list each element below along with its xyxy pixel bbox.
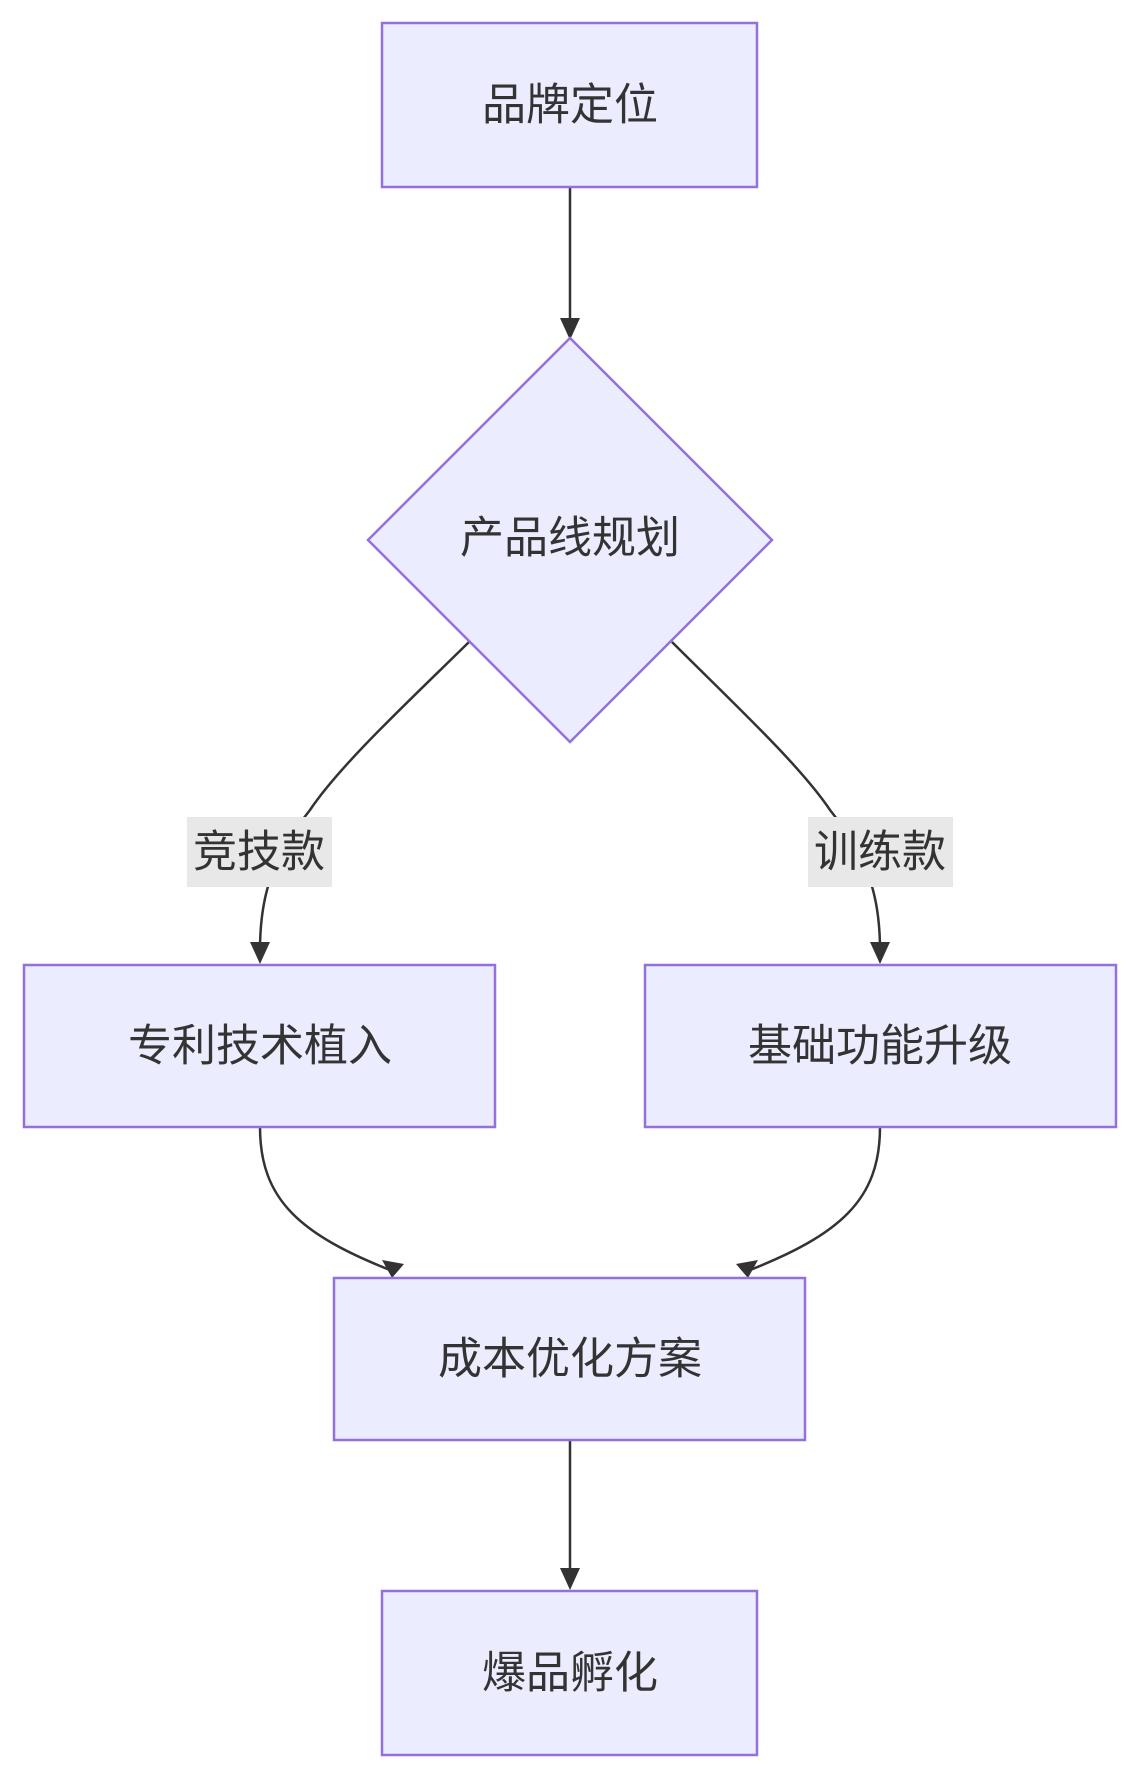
edge-basic-to-cost xyxy=(744,1126,882,1274)
edge-label-competitive-text: 竞技款 xyxy=(193,827,325,878)
edge-planning-to-basic xyxy=(671,641,882,951)
node-hit-incubation-label: 爆品孵化 xyxy=(482,1648,658,1699)
edge-patent-to-cost xyxy=(258,1126,396,1274)
node-basic-upgrade: 基础功能升级 xyxy=(643,963,1118,1129)
edge-patent-to-cost-arrow xyxy=(382,1260,404,1278)
node-product-line-planning: 产品线规划 xyxy=(366,336,774,744)
edge-label-training-text: 训练款 xyxy=(814,827,946,878)
edge-planning-to-patent-arrow xyxy=(250,942,270,964)
node-brand-positioning-label: 品牌定位 xyxy=(482,80,658,131)
edge-label-training: 训练款 xyxy=(808,817,953,887)
node-cost-optimization-label: 成本优化方案 xyxy=(438,1334,702,1385)
node-brand-positioning: 品牌定位 xyxy=(380,21,759,189)
node-patent-tech-label: 专利技术植入 xyxy=(128,1021,392,1072)
edge-planning-to-basic-arrow xyxy=(870,942,890,964)
edge-cost-to-hit-arrow xyxy=(560,1568,580,1590)
node-patent-tech: 专利技术植入 xyxy=(22,963,497,1129)
edge-brand-to-planning-arrow xyxy=(560,318,580,340)
node-basic-upgrade-label: 基础功能升级 xyxy=(748,1021,1012,1072)
edge-label-competitive: 竞技款 xyxy=(187,817,332,887)
edge-basic-to-cost-arrow xyxy=(736,1260,758,1278)
edges xyxy=(250,187,890,1590)
edge-planning-to-patent xyxy=(258,641,470,951)
node-hit-incubation: 爆品孵化 xyxy=(380,1589,759,1757)
node-product-line-planning-label: 产品线规划 xyxy=(460,513,680,564)
node-cost-optimization: 成本优化方案 xyxy=(332,1276,807,1442)
